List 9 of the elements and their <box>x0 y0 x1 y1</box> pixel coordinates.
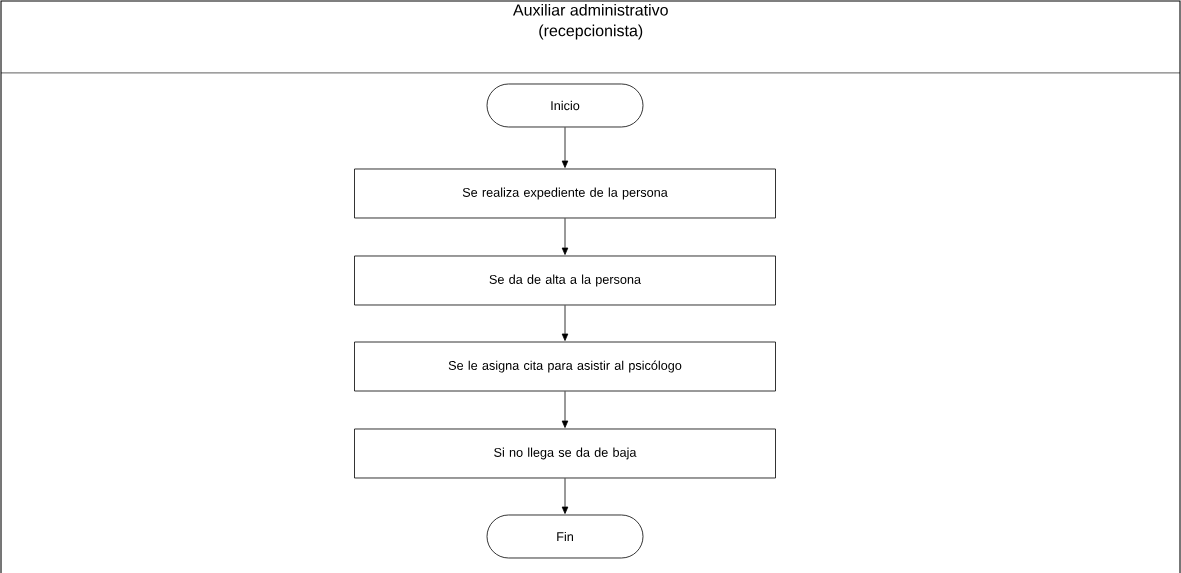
arrow <box>561 218 569 255</box>
process-box: Se da de alta a la persona <box>354 255 776 306</box>
process-box: Si no llega se da de baja <box>354 428 776 479</box>
arrow <box>561 478 569 514</box>
arrow <box>561 127 569 168</box>
arrow <box>561 391 569 428</box>
process-box: Se le asigna cita para asistir al psicólogo <box>354 341 776 392</box>
process-box: Se realiza expediente de la persona <box>354 168 776 219</box>
arrow <box>561 305 569 341</box>
